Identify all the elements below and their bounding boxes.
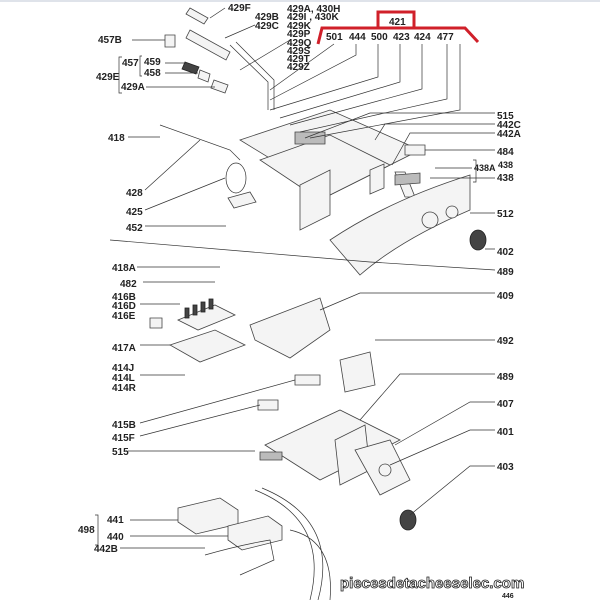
part-label: 414R xyxy=(112,383,137,394)
part-label: 414L xyxy=(112,373,135,384)
part-label: 429A xyxy=(121,82,145,93)
kit-label: 421 xyxy=(389,17,406,28)
part-label: 429P xyxy=(287,29,311,40)
part-label: 482 xyxy=(120,279,137,290)
part-label: 415F xyxy=(112,433,135,444)
part-label: 429C xyxy=(255,21,279,32)
kit-item-label: 477 xyxy=(437,32,454,43)
part-label: 459 xyxy=(144,57,161,68)
part-label: 429I , 430K xyxy=(287,12,339,23)
part-label: 403 xyxy=(497,462,514,473)
part-label: 416B xyxy=(112,292,136,303)
part-label: 457B xyxy=(98,35,122,46)
part-label: 452 xyxy=(126,223,143,234)
part-label: 402 xyxy=(497,247,514,258)
part-label: 429T xyxy=(287,54,310,65)
part-label: 429B xyxy=(255,12,279,23)
part-label: 417A xyxy=(112,343,136,354)
part-label: 442B xyxy=(94,544,118,555)
parts-drawing xyxy=(149,7,487,600)
kit-item-label: 444 xyxy=(349,32,366,43)
part-label: 438A xyxy=(474,163,496,173)
part-label: 429S xyxy=(287,46,311,57)
top-bar xyxy=(0,0,600,2)
part-label: 458 xyxy=(144,68,161,79)
part-label: 414J xyxy=(112,363,134,374)
part-label: 425 xyxy=(126,207,143,218)
part-label: 498 xyxy=(78,525,95,536)
kit-item-label: 423 xyxy=(393,32,410,43)
leader-lines xyxy=(95,7,496,549)
kit-421-bracket: 421 501 444 500 423 424 477 xyxy=(316,10,480,45)
part-label: 429K xyxy=(287,21,312,32)
part-label: 429Z xyxy=(287,62,310,73)
part-label: 515 xyxy=(112,447,129,458)
kit-label-box xyxy=(376,10,416,30)
part-label: 441 xyxy=(107,515,124,526)
watermark: piecesdetacheeselec.com xyxy=(340,575,524,592)
part-label: 515 xyxy=(497,111,514,122)
part-label: 429E xyxy=(96,72,120,83)
part-label: 401 xyxy=(497,427,514,438)
part-label: 428 xyxy=(126,188,143,199)
part-label: 440 xyxy=(107,532,124,543)
part-label: 492 xyxy=(497,336,514,347)
part-label: 442C xyxy=(497,120,521,131)
part-label: 418 xyxy=(108,133,125,144)
part-labels: 429F 429B 429C 429A, 430H 429I , 430K 42… xyxy=(78,3,521,600)
part-label: 489 xyxy=(497,372,514,383)
part-label: 512 xyxy=(497,209,514,220)
part-label: 416E xyxy=(112,311,136,322)
part-label: 416D xyxy=(112,301,136,312)
part-label: 429F xyxy=(228,3,251,14)
part-label: 429A, 430H xyxy=(287,4,340,15)
part-label: 484 xyxy=(497,147,514,158)
part-label: 438 xyxy=(497,173,514,184)
part-label: 442A xyxy=(497,129,521,140)
part-label: 457 xyxy=(122,58,139,69)
part-label: 438 xyxy=(498,160,513,170)
part-label: 418A xyxy=(112,263,136,274)
part-label: 409 xyxy=(497,291,514,302)
diagram-number: 446 xyxy=(502,593,514,600)
part-label: 429Q xyxy=(287,38,312,49)
part-label: 407 xyxy=(497,399,514,410)
part-label: 489 xyxy=(497,267,514,278)
part-label: 415B xyxy=(112,420,136,431)
kit-item-label: 501 xyxy=(326,32,343,43)
kit-item-label: 424 xyxy=(414,32,431,43)
kit-item-label: 500 xyxy=(371,32,388,43)
